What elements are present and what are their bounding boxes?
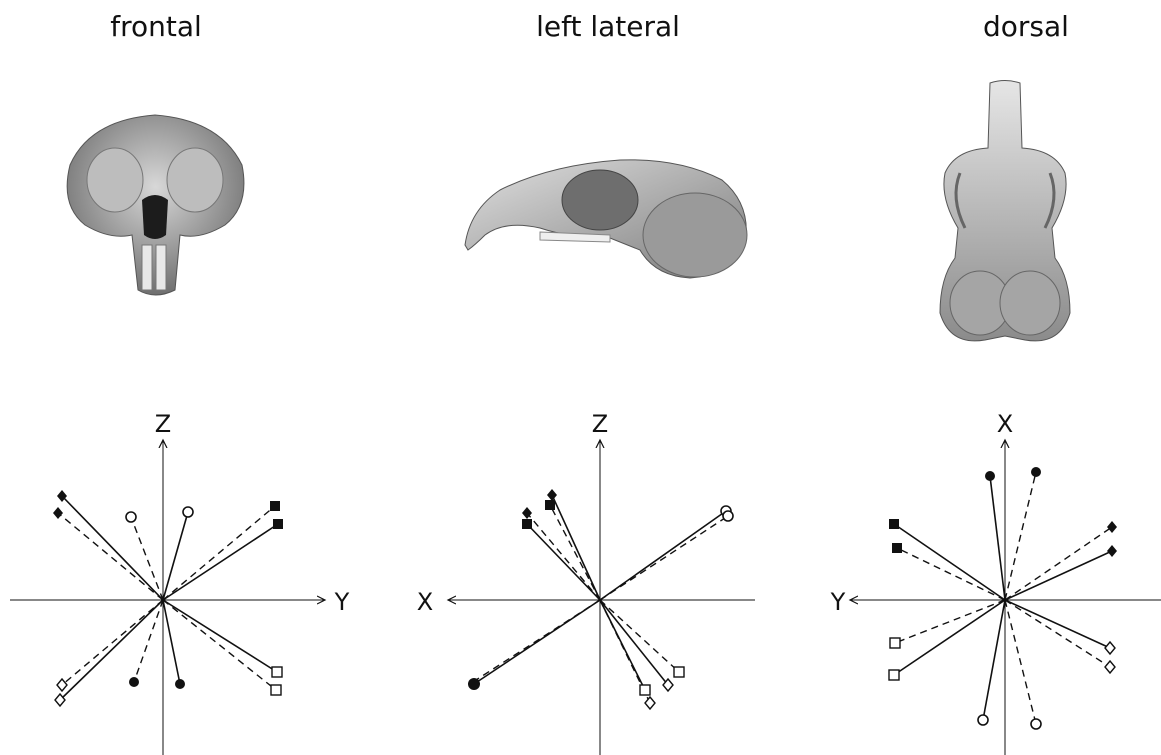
lateral-vector xyxy=(527,513,600,600)
frontal-vector xyxy=(131,517,163,600)
filled-diamond-marker xyxy=(1107,545,1117,557)
open-diamond-marker xyxy=(1105,661,1115,673)
lateral-vector xyxy=(474,600,600,684)
filled-circle-marker xyxy=(1031,467,1041,477)
dorsal-vector xyxy=(897,548,1005,600)
filled-square-marker xyxy=(522,519,532,529)
open-diamond-marker xyxy=(1105,642,1115,654)
lateral-vector xyxy=(600,600,679,672)
frontal-vertical-axis-label: Z xyxy=(155,410,171,438)
open-circle-marker xyxy=(126,512,136,522)
dorsal-vector xyxy=(1005,600,1036,724)
frontal-vector xyxy=(163,600,277,672)
lateral-vector xyxy=(550,505,600,600)
dorsal-vector xyxy=(990,476,1005,600)
filled-diamond-marker xyxy=(1107,521,1117,533)
open-square-marker xyxy=(890,638,900,648)
dorsal-vertical-axis-label: X xyxy=(997,410,1013,438)
lateral-vector xyxy=(527,524,600,600)
frontal-vector xyxy=(58,513,163,600)
dorsal-vector xyxy=(894,524,1005,600)
open-square-marker xyxy=(272,667,282,677)
filled-diamond-marker xyxy=(547,489,557,501)
dorsal-horizontal-axis-label: Y xyxy=(830,588,846,616)
open-square-marker xyxy=(640,685,650,695)
open-diamond-marker xyxy=(57,679,67,691)
frontal-vector xyxy=(60,600,163,700)
filled-square-marker xyxy=(889,519,899,529)
filled-square-marker xyxy=(892,543,902,553)
left-lateral-diagram: Z X xyxy=(417,410,755,755)
frontal-vector xyxy=(134,600,163,682)
open-circle-marker xyxy=(723,511,733,521)
frontal-horizontal-axis-label: Y xyxy=(334,588,350,616)
filled-circle-marker xyxy=(129,677,139,687)
open-circle-marker xyxy=(183,507,193,517)
lateral-vertical-axis-label: Z xyxy=(592,410,608,438)
frontal-vector xyxy=(163,600,180,684)
filled-circle-marker xyxy=(175,679,185,689)
open-circle-marker xyxy=(978,715,988,725)
open-square-marker xyxy=(271,685,281,695)
frontal-diagram: Z Y xyxy=(10,410,350,755)
open-square-marker xyxy=(889,670,899,680)
lateral-vector xyxy=(552,495,600,600)
open-square-marker xyxy=(674,667,684,677)
frontal-vector xyxy=(163,600,276,690)
dorsal-diagram: X Y xyxy=(830,410,1161,755)
filled-diamond-marker xyxy=(53,507,63,519)
lateral-vector xyxy=(600,511,726,600)
filled-square-marker xyxy=(270,501,280,511)
filled-circle-marker xyxy=(985,471,995,481)
dorsal-vector xyxy=(1005,551,1112,600)
frontal-vector xyxy=(163,524,278,600)
dorsal-vector xyxy=(1005,472,1036,600)
dorsal-vector xyxy=(1005,600,1110,667)
frontal-vector xyxy=(62,496,163,600)
filled-circle-marker xyxy=(468,678,480,690)
dorsal-vector xyxy=(1005,527,1112,600)
lateral-vector xyxy=(600,600,668,685)
lateral-horizontal-axis-label: X xyxy=(417,588,433,616)
filled-square-marker xyxy=(273,519,283,529)
open-diamond-marker xyxy=(645,697,655,709)
dorsal-vector xyxy=(983,600,1005,720)
open-circle-marker xyxy=(1031,719,1041,729)
dorsal-vector xyxy=(1005,600,1110,648)
frontal-vector xyxy=(163,506,275,600)
frontal-vector xyxy=(62,600,163,685)
filled-square-marker xyxy=(545,500,555,510)
